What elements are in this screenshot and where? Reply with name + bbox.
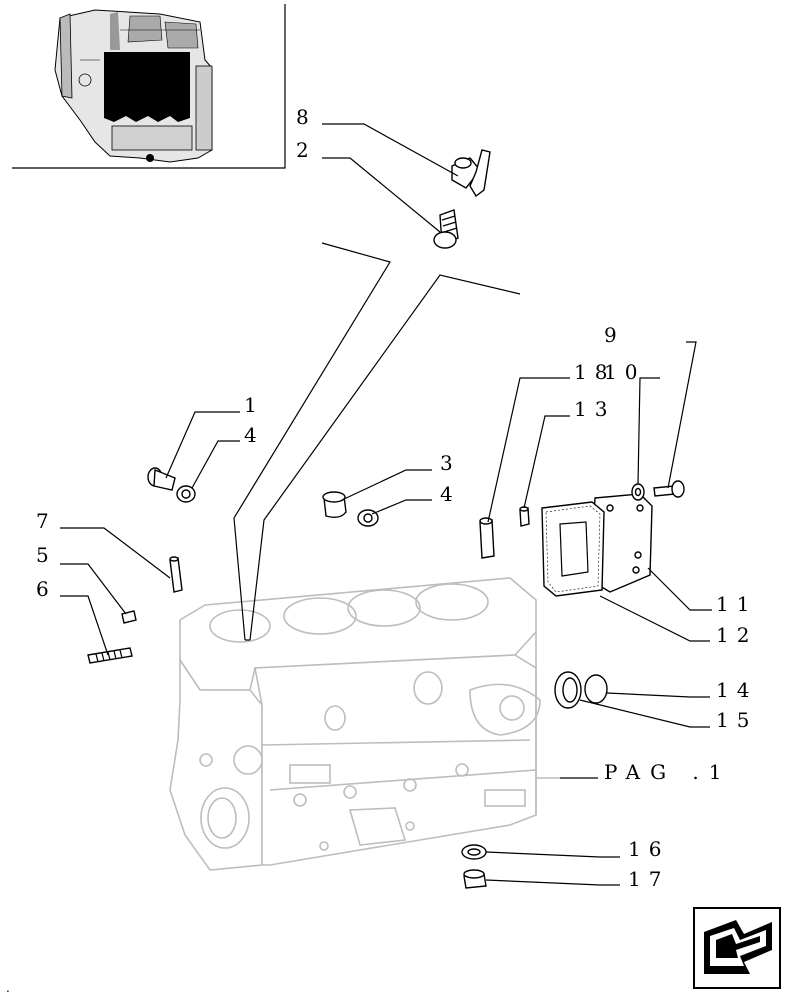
callout-6: 6 [36, 577, 57, 601]
washer-part-4[interactable] [176, 485, 196, 503]
callout-17: 17 [628, 867, 669, 891]
o-ring-part-14[interactable] [584, 674, 608, 704]
screw-part-1[interactable] [147, 467, 176, 491]
bolt-part-2[interactable] [433, 209, 459, 249]
cylinder-block-illustration [169, 577, 560, 871]
callout-14: 14 [716, 678, 757, 702]
screw-part-9[interactable] [653, 480, 685, 498]
banjo-fitting-part-8[interactable] [451, 149, 491, 198]
callout-9: 9 [604, 323, 625, 347]
callout-8: 8 [296, 105, 317, 129]
callout-10: 10 [604, 360, 645, 384]
dowel-part-7[interactable] [169, 556, 183, 593]
washer-part-16[interactable] [461, 844, 487, 860]
corner-mark: . [6, 981, 10, 995]
callout-13: 13 [574, 397, 615, 421]
callout-18: 18 [574, 360, 615, 384]
stud-part-6[interactable] [87, 647, 133, 664]
washer-part-10[interactable] [631, 483, 645, 501]
plug-part-3[interactable] [322, 491, 347, 519]
navigation-arrow-icon[interactable] [693, 907, 781, 989]
callout-1: 1 [244, 393, 265, 417]
seal-part-15[interactable] [554, 671, 582, 709]
callout-2: 2 [296, 138, 317, 162]
callout-12: 12 [716, 623, 757, 647]
pin-part-13[interactable] [519, 506, 530, 527]
callout-5: 5 [36, 543, 57, 567]
pin-part-5[interactable] [121, 610, 137, 624]
gasket-part-12[interactable] [541, 501, 605, 597]
plug-part-17[interactable] [463, 869, 487, 889]
dowel-part-18[interactable] [479, 517, 495, 559]
engine-thumbnail-icon[interactable] [12, 4, 286, 169]
leader-lines [60, 123, 712, 886]
callout-4b: 4 [440, 482, 461, 506]
oil-pipe-lines [233, 242, 521, 641]
callout-7: 7 [36, 509, 57, 533]
callout-3: 3 [440, 451, 461, 475]
callout-15: 15 [716, 708, 757, 732]
page-reference[interactable]: PAG .1 [604, 760, 731, 784]
callout-4a: 4 [244, 423, 265, 447]
callout-11: 11 [716, 592, 757, 616]
callout-16: 16 [628, 837, 669, 861]
